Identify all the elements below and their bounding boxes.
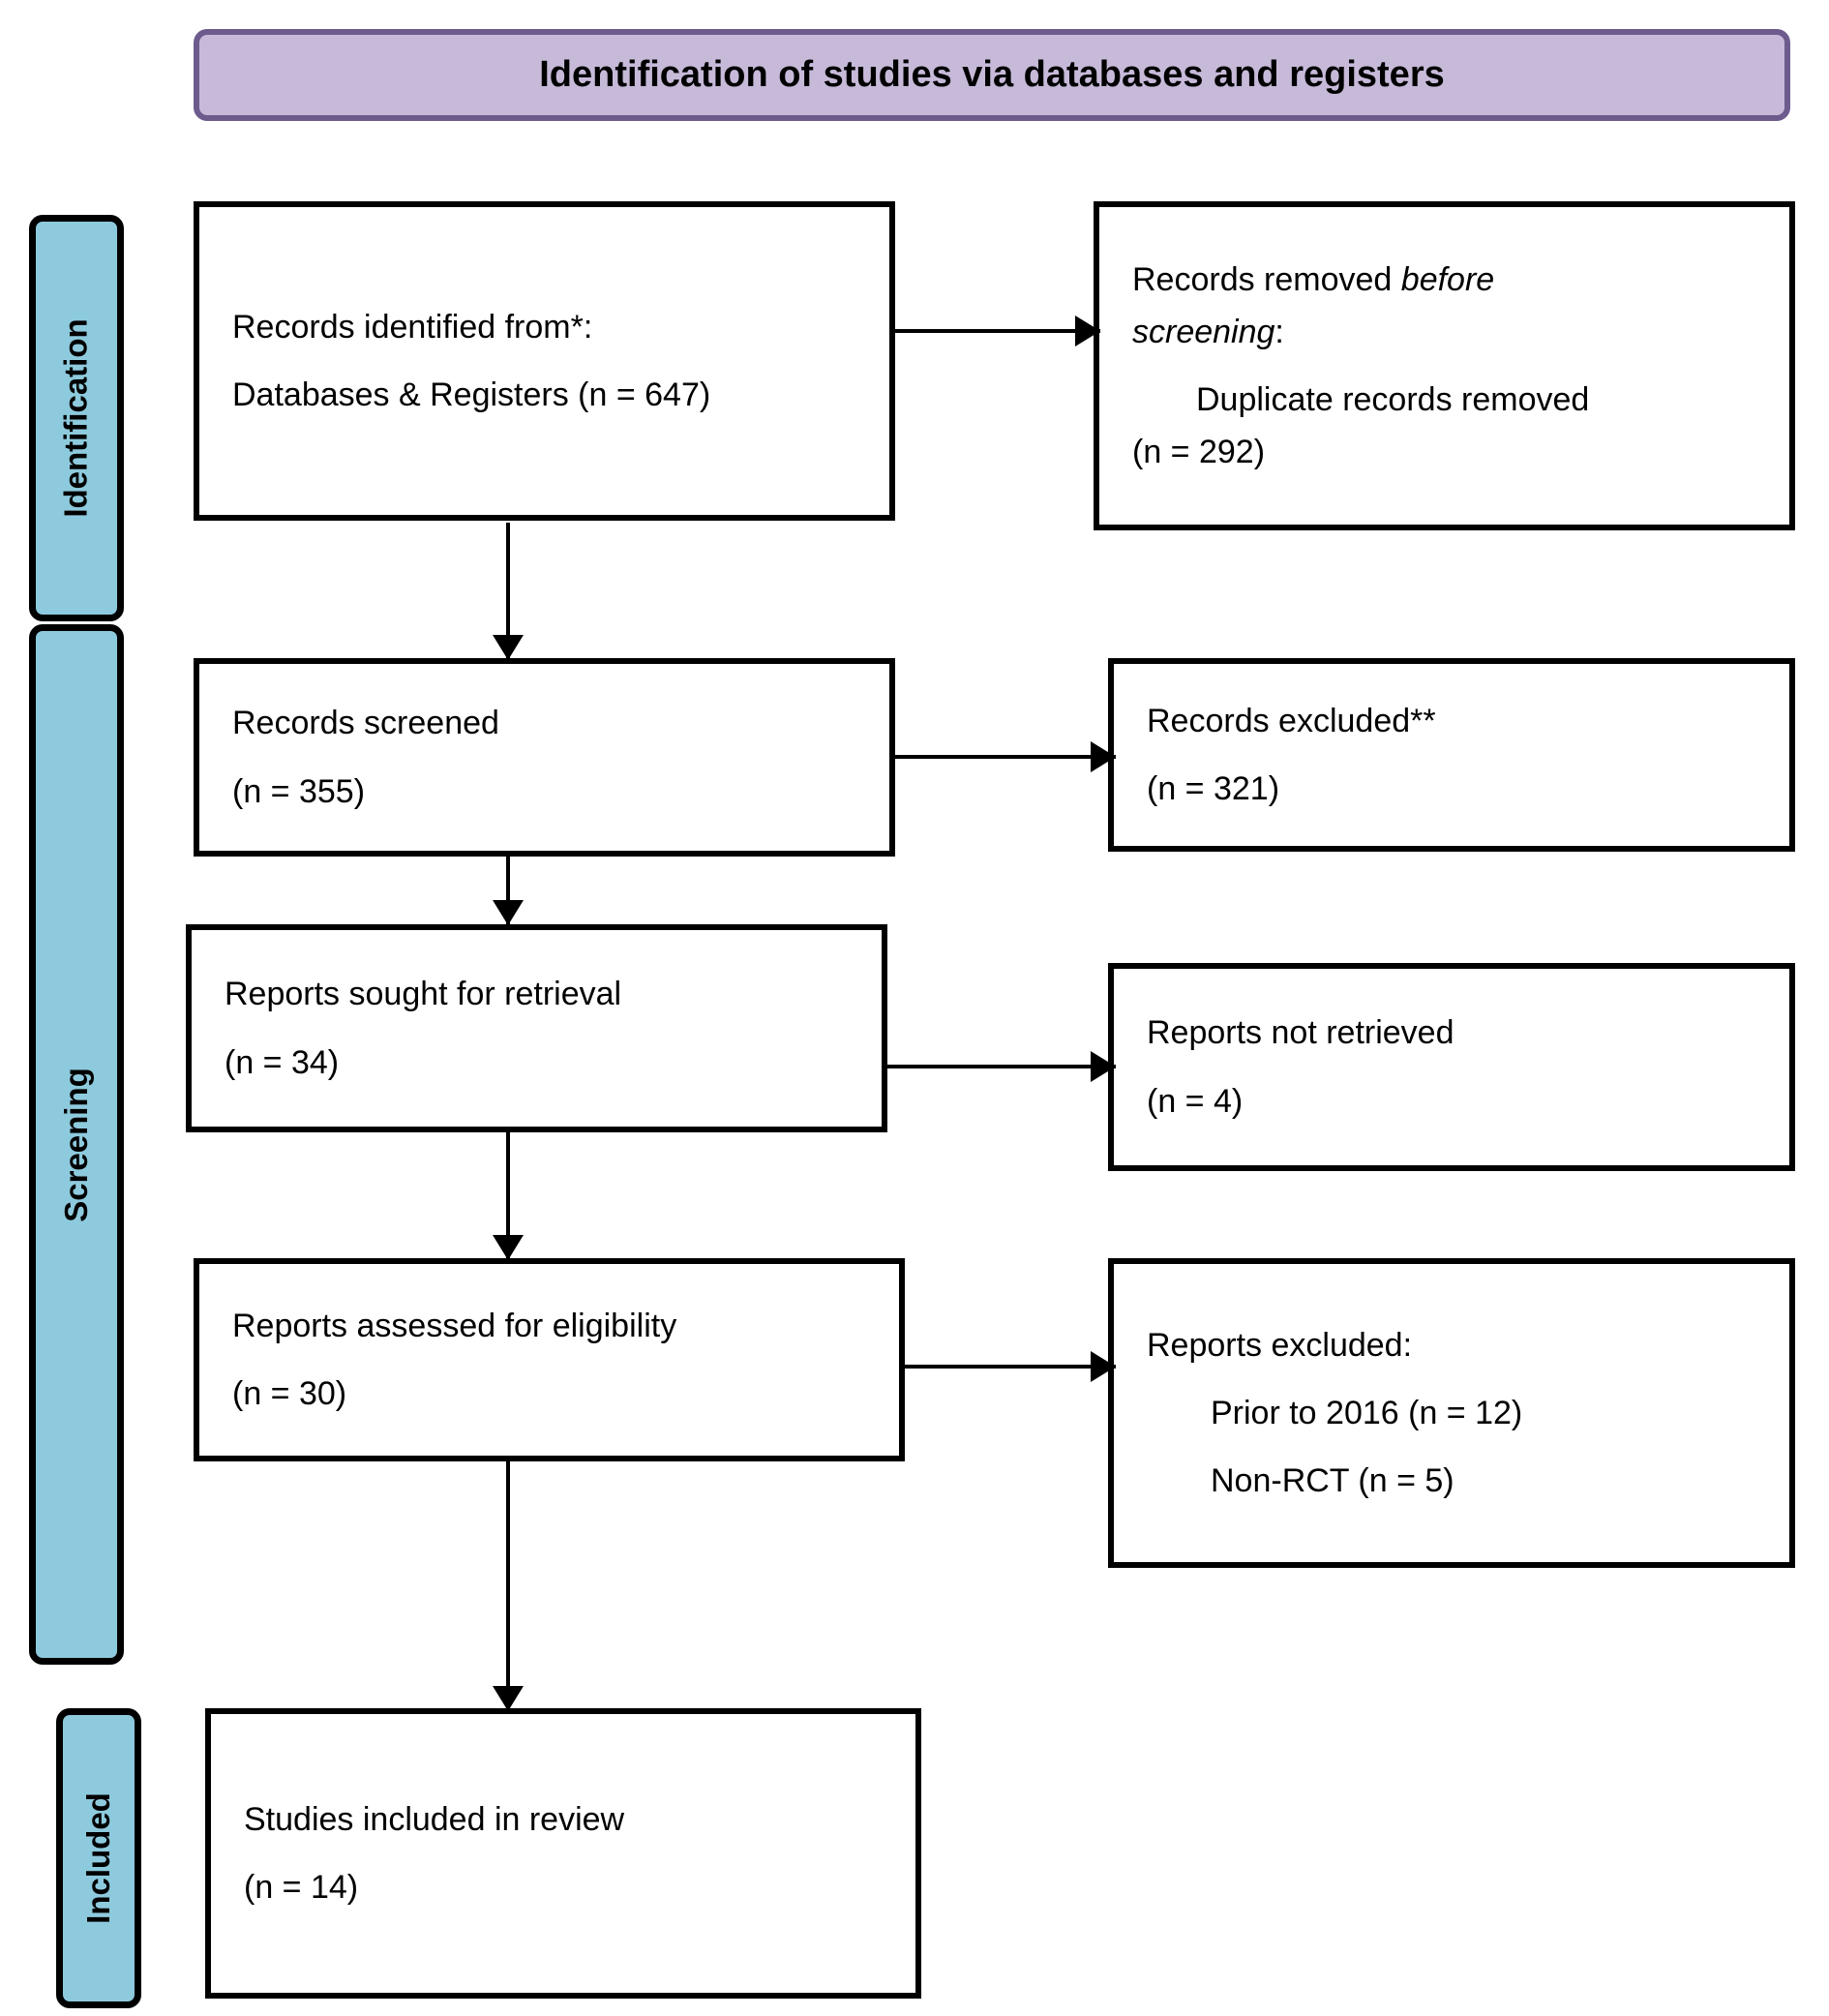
- records-removed-line2: screening:: [1132, 311, 1756, 353]
- box-records-excluded: Records excluded** (n = 321): [1108, 658, 1795, 852]
- records-identified-line1: Records identified from*:: [232, 308, 593, 346]
- duplicate-records-removed-count: (n = 292): [1132, 434, 1266, 471]
- studies-included-count: (n = 14): [244, 1869, 359, 1906]
- reports-sought-label: Reports sought for retrieval: [225, 976, 622, 1013]
- arrow-assessed-to-excluded-icon: [905, 1350, 1116, 1383]
- reports-not-retrieved-count: (n = 4): [1147, 1082, 1244, 1120]
- phase-label-identification: Identification: [58, 318, 94, 518]
- records-excluded-count: (n = 321): [1147, 770, 1280, 807]
- reports-excluded-label: Reports excluded:: [1147, 1326, 1413, 1364]
- phase-bar-included: Included: [56, 1708, 141, 2008]
- arrow-sought-to-not-retrieved-icon: [887, 1050, 1116, 1083]
- box-studies-included: Studies included in review (n = 14): [205, 1708, 921, 1999]
- records-identified-line2: Databases & Registers (n = 647): [232, 376, 711, 413]
- records-removed-line2-italic: screening: [1132, 313, 1275, 350]
- diagram-header-banner: Identification of studies via databases …: [194, 29, 1790, 121]
- reports-excluded-reason-prior-2016: Prior to 2016 (n = 12): [1211, 1394, 1523, 1431]
- phase-bar-identification: Identification: [29, 215, 124, 621]
- box-reports-sought: Reports sought for retrieval (n = 34): [186, 924, 887, 1132]
- box-records-identified: Records identified from*: Databases & Re…: [194, 201, 895, 521]
- phase-label-included: Included: [80, 1792, 116, 1924]
- arrow-identified-to-removed-icon: [895, 315, 1100, 347]
- arrow-screened-to-sought-icon: [492, 856, 525, 925]
- arrow-identified-to-screened-icon: [492, 523, 525, 660]
- page-title: Identification of studies via databases …: [539, 54, 1445, 95]
- box-reports-assessed: Reports assessed for eligibility (n = 30…: [194, 1258, 905, 1461]
- records-removed-line2-colon: :: [1274, 313, 1284, 350]
- arrow-sought-to-assessed-icon: [492, 1132, 525, 1260]
- box-records-removed: Records removed before screening: Duplic…: [1094, 201, 1795, 530]
- box-reports-excluded: Reports excluded: Prior to 2016 (n = 12)…: [1108, 1258, 1795, 1568]
- reports-assessed-count: (n = 30): [232, 1375, 347, 1412]
- records-removed-line1-italic: before: [1400, 260, 1495, 298]
- records-screened-count: (n = 355): [232, 772, 366, 810]
- records-removed-line1-plain: Records removed: [1132, 260, 1401, 298]
- studies-included-label: Studies included in review: [244, 1800, 625, 1838]
- box-records-screened: Records screened (n = 355): [194, 658, 895, 857]
- reports-assessed-label: Reports assessed for eligibility: [232, 1307, 677, 1344]
- reports-sought-count: (n = 34): [225, 1043, 340, 1081]
- records-removed-line1: Records removed before: [1132, 258, 1756, 301]
- phase-bar-screening: Screening: [29, 624, 124, 1665]
- arrow-screened-to-excluded-icon: [895, 740, 1116, 773]
- box-reports-not-retrieved: Reports not retrieved (n = 4): [1108, 963, 1795, 1171]
- phase-label-screening: Screening: [58, 1067, 94, 1222]
- reports-not-retrieved-label: Reports not retrieved: [1147, 1014, 1454, 1052]
- reports-excluded-reason-non-rct: Non-RCT (n = 5): [1211, 1462, 1454, 1500]
- records-excluded-label: Records excluded**: [1147, 702, 1436, 739]
- records-screened-label: Records screened: [232, 705, 499, 742]
- arrow-assessed-to-included-icon: [492, 1461, 525, 1711]
- duplicate-records-removed-label: Duplicate records removed: [1196, 381, 1590, 418]
